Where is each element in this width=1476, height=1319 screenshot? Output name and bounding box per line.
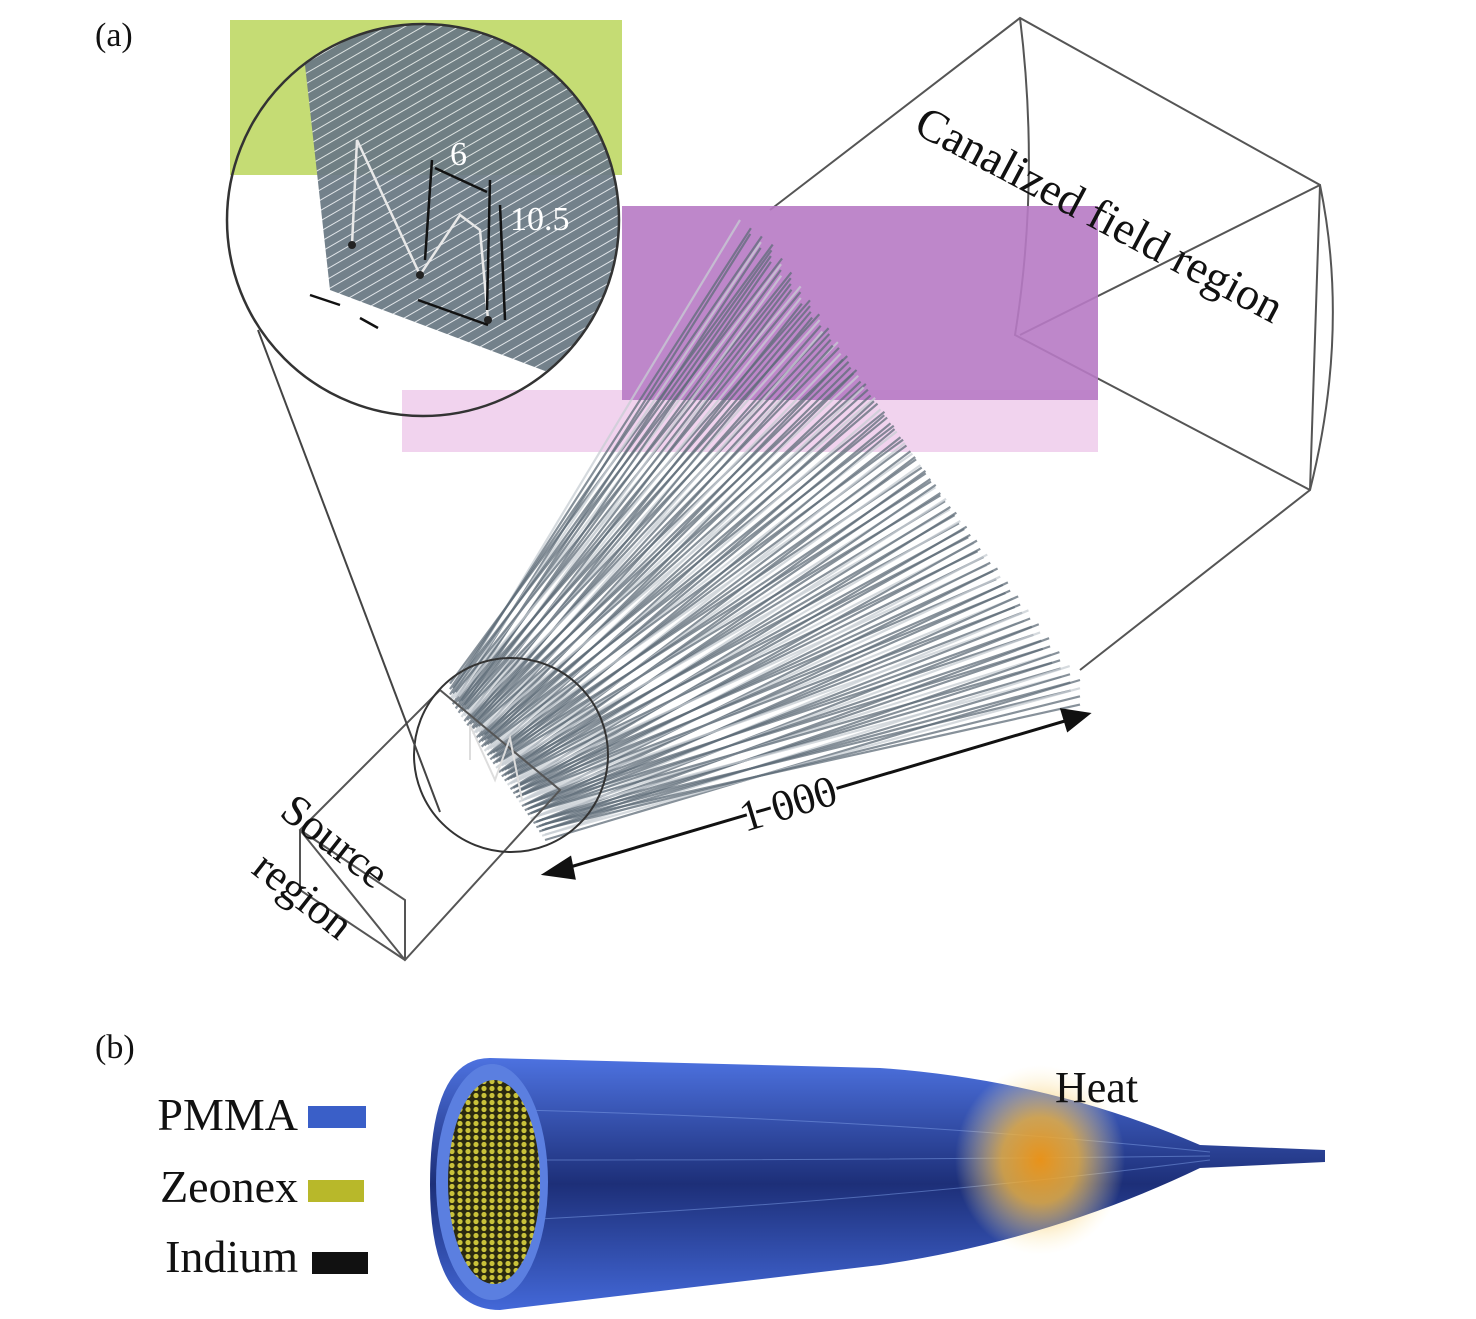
rod bbox=[469, 325, 822, 725]
rod bbox=[504, 492, 941, 777]
rod bbox=[530, 625, 1033, 809]
rod bbox=[524, 589, 1011, 806]
rod bbox=[515, 555, 985, 788]
rod bbox=[480, 372, 855, 748]
rod bbox=[536, 661, 1053, 812]
dim-6-5: 6.5 bbox=[398, 329, 441, 366]
rod bbox=[483, 410, 886, 736]
rod bbox=[480, 380, 862, 743]
rod bbox=[466, 319, 821, 716]
source-region-box bbox=[298, 688, 562, 962]
rod bbox=[518, 561, 991, 798]
rod bbox=[469, 333, 831, 720]
rod bbox=[478, 374, 859, 733]
fiber-core-honeycomb bbox=[448, 1080, 540, 1284]
rod bbox=[475, 361, 850, 729]
rod bbox=[469, 341, 839, 715]
rod bbox=[489, 422, 892, 755]
dim-10-5: 10.5 bbox=[510, 201, 570, 238]
rod bbox=[538, 675, 1062, 817]
rod bbox=[544, 703, 1081, 825]
rod bbox=[507, 514, 956, 775]
rod bbox=[524, 605, 1016, 795]
rod bbox=[480, 388, 869, 737]
rod bbox=[466, 327, 830, 710]
inset-magnified-view: 6 10.5 10 6.5 bbox=[225, 20, 622, 418]
rod bbox=[483, 386, 865, 752]
rod-array bbox=[449, 219, 1081, 842]
rod bbox=[509, 536, 969, 774]
rod bbox=[527, 595, 1019, 816]
panel-a-label: (a) bbox=[95, 17, 133, 54]
legend: PMMA Zeonex Indium bbox=[157, 1089, 368, 1282]
rod bbox=[533, 647, 1044, 808]
rod bbox=[498, 464, 922, 768]
source-zoom-circle bbox=[413, 657, 609, 853]
rod bbox=[492, 436, 902, 760]
rod bbox=[483, 394, 872, 747]
rod bbox=[541, 681, 1071, 826]
rod bbox=[472, 338, 832, 730]
rod bbox=[477, 358, 844, 744]
rod bbox=[501, 478, 932, 772]
rod bbox=[524, 597, 1013, 801]
rod bbox=[515, 547, 981, 794]
rod bbox=[507, 522, 960, 770]
rod bbox=[530, 633, 1034, 804]
rod bbox=[533, 639, 1042, 814]
rod bbox=[512, 550, 979, 778]
rod bbox=[536, 653, 1052, 818]
legend-pmma-swatch bbox=[308, 1106, 366, 1128]
rod bbox=[524, 581, 1009, 812]
rod bbox=[478, 366, 852, 738]
rod bbox=[541, 689, 1071, 821]
rod bbox=[486, 400, 875, 756]
dim-6: 6 bbox=[450, 136, 467, 173]
rod bbox=[509, 519, 961, 785]
dim-10: 10 bbox=[305, 314, 339, 351]
rod bbox=[521, 567, 999, 808]
heat-label: Heat bbox=[1055, 1063, 1138, 1112]
panel-b-label: (b) bbox=[95, 1029, 135, 1066]
inset-connector-left bbox=[257, 329, 441, 813]
legend-zeonex-label: Zeonex bbox=[160, 1161, 298, 1212]
rod bbox=[544, 678, 1081, 842]
rod bbox=[527, 619, 1025, 800]
legend-indium-label: Indium bbox=[165, 1231, 298, 1282]
rod bbox=[495, 450, 912, 764]
pink-plane bbox=[402, 390, 1098, 452]
source-zigzag bbox=[469, 724, 523, 801]
rod bbox=[509, 528, 965, 780]
inset-zigzag bbox=[350, 139, 490, 321]
rod bbox=[472, 330, 824, 735]
heat-glow bbox=[955, 1065, 1125, 1255]
rod bbox=[521, 592, 1006, 791]
rod bbox=[512, 542, 975, 784]
magenta-plane bbox=[622, 206, 1098, 400]
rod bbox=[538, 667, 1062, 822]
length-arrow bbox=[540, 708, 1092, 880]
rod bbox=[518, 569, 994, 792]
rod bbox=[506, 506, 951, 781]
rod bbox=[515, 539, 978, 799]
rod bbox=[512, 533, 971, 789]
legend-zeonex-swatch bbox=[308, 1180, 364, 1202]
rod bbox=[544, 695, 1081, 831]
rod bbox=[515, 564, 988, 783]
rod bbox=[475, 344, 834, 739]
rod bbox=[483, 402, 879, 741]
rod bbox=[521, 583, 1004, 797]
fiber-taper bbox=[430, 1058, 1325, 1310]
rod bbox=[486, 408, 882, 751]
rod bbox=[518, 578, 997, 787]
rod bbox=[518, 553, 988, 803]
rod bbox=[521, 575, 1001, 802]
legend-pmma-label: PMMA bbox=[157, 1089, 298, 1140]
rod bbox=[504, 500, 946, 771]
legend-indium-swatch bbox=[312, 1252, 368, 1274]
rod bbox=[475, 352, 842, 734]
rod bbox=[544, 687, 1081, 836]
rod bbox=[457, 285, 802, 698]
rod bbox=[527, 611, 1023, 805]
